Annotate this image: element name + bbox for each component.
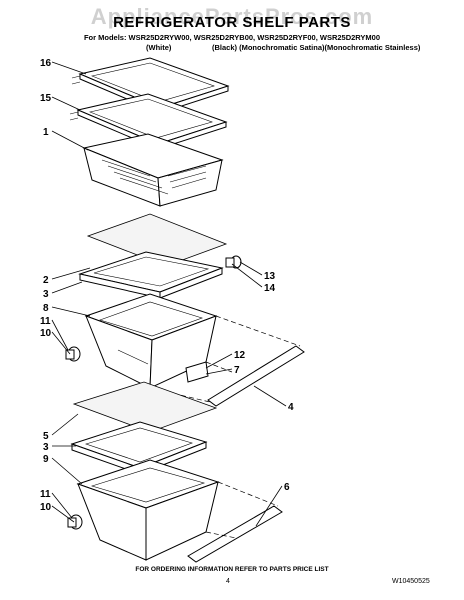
color-label-others: (Black) (Monochromatic Satina)(Monochrom…: [212, 43, 421, 52]
callout-6: 6: [284, 482, 290, 493]
callout-3-lower: 3: [43, 442, 49, 453]
part-1-tray: [82, 133, 224, 207]
callout-13: 13: [264, 271, 276, 282]
callout-10-lower: 10: [40, 502, 52, 513]
watermark: AppliancePartsPros.com: [90, 4, 374, 29]
callout-11: 11: [40, 316, 51, 327]
page-number: 4: [226, 578, 230, 585]
callout-11-lower: 11: [40, 489, 51, 500]
callout-9: 9: [43, 454, 49, 465]
leader-lines: [51, 61, 287, 527]
callout-2: 2: [43, 275, 49, 286]
part-5-glass-panel: [72, 381, 218, 433]
color-label-white: (White): [146, 43, 172, 52]
part-10-11-lower-roller: [67, 514, 83, 530]
part-6-rail: [187, 505, 283, 563]
callout-1: 1: [43, 127, 49, 138]
document-id: W10450525: [392, 578, 430, 585]
part-15-frame: [69, 93, 228, 150]
callout-12: 12: [234, 350, 246, 361]
page-title: REFRIGERATOR SHELF PARTS: [113, 14, 351, 31]
callout-7: 7: [234, 365, 240, 376]
callout-16: 16: [40, 58, 52, 69]
model-list: For Models: WSR25D2RYW00, WSR25D2RYB00, …: [83, 33, 381, 42]
part-9-crisper-drawer: [76, 459, 220, 561]
callout-3: 3: [43, 289, 49, 300]
callout-14: 14: [264, 283, 276, 294]
part-12-7-clip: [185, 361, 209, 383]
callout-15: 15: [40, 93, 52, 104]
part-13-14-slide-end: [225, 255, 242, 269]
callout-5: 5: [43, 431, 49, 442]
part-4-rail: [207, 345, 305, 407]
callout-8: 8: [43, 303, 49, 314]
part-10-11-roller: [65, 346, 81, 362]
part-3-cover-frame: [78, 251, 224, 299]
callout-4: 4: [288, 402, 294, 413]
ordering-note: FOR ORDERING INFORMATION REFER TO PARTS …: [135, 566, 329, 573]
callout-10: 10: [40, 328, 52, 339]
